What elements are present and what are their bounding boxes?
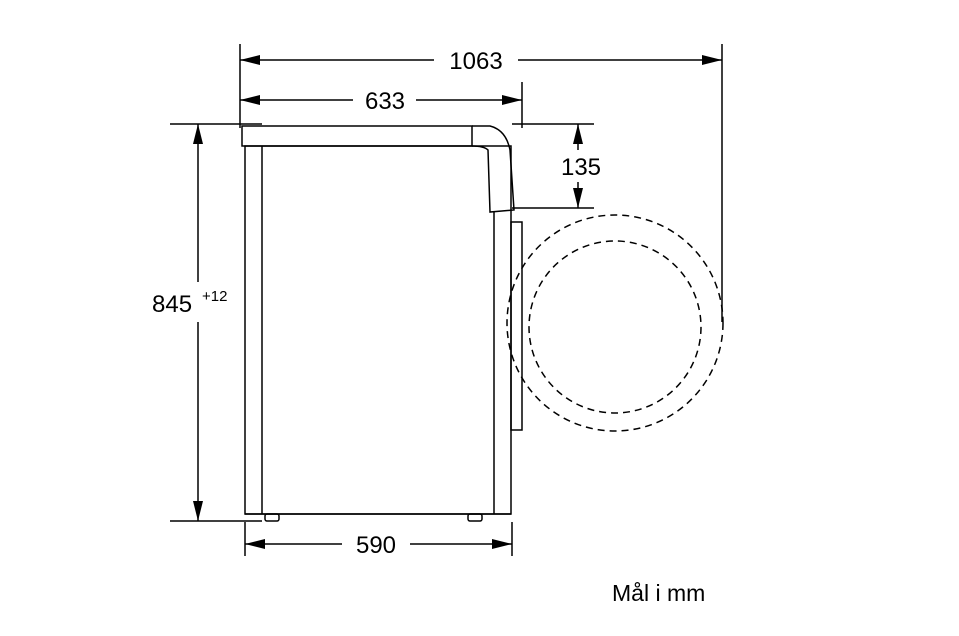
control-panel [471, 125, 515, 213]
dimension-lines [193, 55, 722, 549]
unit-note: Mål i mm [612, 580, 706, 606]
dim-label-1063: 1063 [449, 48, 502, 75]
foot-left [264, 513, 280, 522]
worktop [241, 125, 473, 147]
dim-label-135: 135 [561, 154, 601, 181]
machine-side-view [241, 125, 523, 522]
extension-lines [170, 44, 723, 556]
door-swing [506, 214, 724, 432]
door-profile [510, 221, 523, 431]
foot-right [467, 513, 483, 522]
dim-label-590: 590 [356, 532, 396, 559]
dim-label-845: 845 [152, 291, 192, 318]
door-swing-outer [506, 214, 724, 432]
door-swing-inner [528, 240, 702, 414]
dim-label-845-tolerance: +12 [202, 288, 227, 305]
cabinet [244, 145, 512, 515]
dim-label-633: 633 [365, 88, 405, 115]
